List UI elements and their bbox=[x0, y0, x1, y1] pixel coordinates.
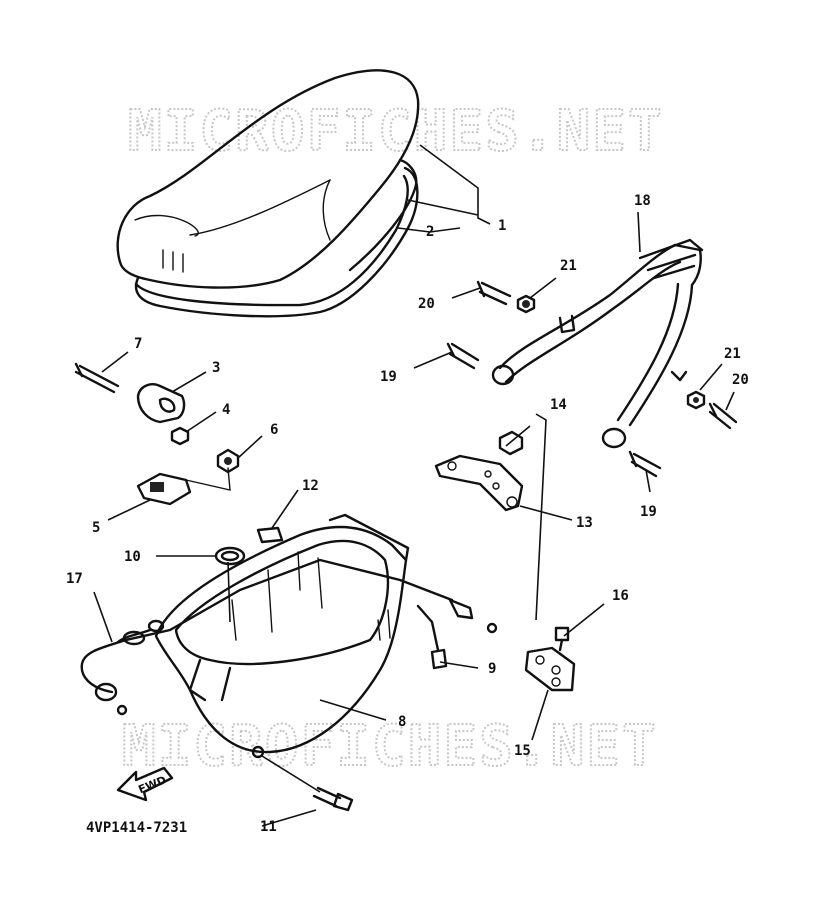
callout-19-lower: 19 bbox=[640, 504, 657, 520]
callout-19-upper: 19 bbox=[380, 369, 397, 385]
callout-4: 4 bbox=[222, 402, 230, 418]
callout-5: 5 bbox=[92, 520, 100, 536]
watermark-top: MICROFICHES.NET bbox=[128, 99, 664, 164]
nut-part-6 bbox=[216, 448, 240, 474]
callout-9: 9 bbox=[488, 661, 496, 677]
callout-16: 16 bbox=[612, 588, 629, 604]
label-part-12 bbox=[256, 526, 284, 544]
callout-21-lower: 21 bbox=[724, 346, 741, 362]
callout-11: 11 bbox=[260, 819, 277, 835]
callout-20-upper: 20 bbox=[418, 296, 435, 312]
callout-20-lower: 20 bbox=[732, 372, 749, 388]
callout-18: 18 bbox=[634, 193, 651, 209]
grommet-part-10 bbox=[214, 546, 246, 566]
callout-15: 15 bbox=[514, 743, 531, 759]
bolt-part-20-upper bbox=[476, 280, 512, 306]
bolt-part-11 bbox=[312, 786, 354, 812]
callout-7: 7 bbox=[134, 336, 142, 352]
callout-13: 13 bbox=[576, 515, 593, 531]
storage-box-part-8 bbox=[154, 513, 410, 759]
callout-3: 3 bbox=[212, 360, 220, 376]
callout-10: 10 bbox=[124, 549, 141, 565]
nut-part-21-lower bbox=[686, 390, 706, 410]
callout-numbers: 1 2 3 4 5 6 7 8 9 10 11 12 13 14 15 16 1… bbox=[66, 193, 749, 835]
cap-part-14 bbox=[498, 430, 524, 456]
clip-part-9 bbox=[416, 604, 448, 670]
hinge-part-15 bbox=[524, 646, 576, 692]
bolt-part-19-lower bbox=[628, 450, 662, 478]
diagram-code: 4VP1414-7231 bbox=[86, 820, 187, 836]
bolt-part-20-lower bbox=[708, 402, 738, 430]
callout-21-upper: 21 bbox=[560, 258, 577, 274]
lock-part-5 bbox=[136, 467, 231, 506]
grab-rail-part-18 bbox=[491, 238, 704, 449]
nut-part-4 bbox=[170, 426, 190, 446]
leader-lines bbox=[93, 144, 735, 827]
callout-2: 2 bbox=[426, 224, 434, 240]
callout-8: 8 bbox=[398, 714, 406, 730]
callout-12: 12 bbox=[302, 478, 319, 494]
bracket-part-3 bbox=[136, 383, 186, 424]
bracket-part-13 bbox=[434, 454, 524, 512]
callout-14: 14 bbox=[550, 397, 567, 413]
callout-6: 6 bbox=[270, 422, 278, 438]
callout-17: 17 bbox=[66, 571, 83, 587]
callout-1: 1 bbox=[498, 218, 506, 234]
seat-assembly bbox=[116, 69, 420, 318]
bolt-part-16 bbox=[554, 626, 570, 652]
bolt-part-7 bbox=[74, 362, 120, 394]
watermark-bottom: MICROFICHES.NET bbox=[122, 714, 658, 779]
bolt-part-19-upper bbox=[446, 342, 480, 370]
cable-part-17 bbox=[80, 558, 498, 716]
nut-part-21-upper bbox=[516, 294, 536, 314]
